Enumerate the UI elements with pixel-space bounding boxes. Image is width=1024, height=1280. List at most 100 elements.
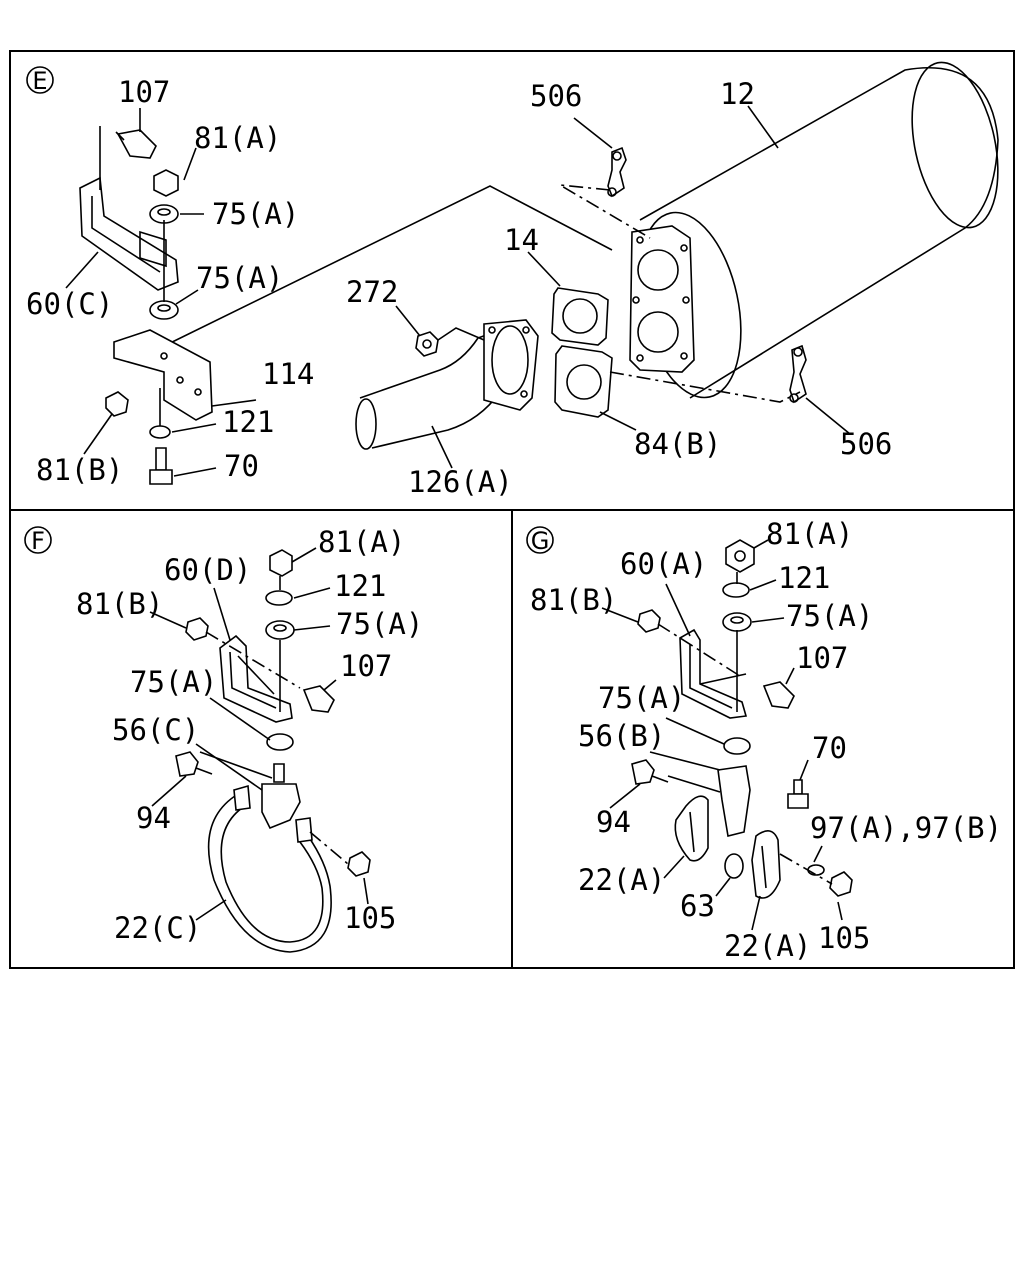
- label-107: 107: [340, 649, 392, 683]
- label-22c: 22(C): [114, 911, 201, 945]
- panel-e-assembly-axis: [159, 220, 165, 426]
- label-63: 63: [680, 889, 715, 923]
- svg-text:G: G: [531, 527, 550, 555]
- panel-g-badge: G: [526, 526, 554, 555]
- bracket-60c: [79, 126, 179, 291]
- label-126a: 126(A): [408, 465, 513, 499]
- label-81b: 81(B): [76, 587, 163, 621]
- label-105: 105: [344, 901, 396, 935]
- washer-121-g: [722, 582, 750, 598]
- panel-g-axis: [657, 572, 833, 885]
- label-506: 506: [530, 79, 582, 113]
- clamp-stud-56c: [261, 763, 301, 830]
- label-70: 70: [224, 449, 259, 483]
- nut-272: [415, 327, 485, 357]
- label-81b: 81(B): [36, 453, 123, 487]
- bushing-75a-e2: [149, 300, 179, 320]
- hanger-bolt-506-bottom: [789, 344, 807, 404]
- panel-e-badge: E: [26, 66, 54, 95]
- panel-f-axis: [199, 576, 349, 865]
- bracket-114: [113, 329, 213, 421]
- panel-g: G: [526, 517, 1002, 963]
- nut-81b-g: [637, 609, 661, 633]
- nut-81b-f: [185, 617, 209, 641]
- panel-f-badge: F: [24, 526, 52, 555]
- panel-f-labels: 81(A) 60(D) 121 81(B) 75(A) 107 75(A) 56…: [76, 525, 423, 945]
- svg-text:F: F: [31, 527, 45, 555]
- bolt-94-f: [175, 751, 213, 777]
- nut-105-g: [829, 871, 853, 897]
- bolt-107-e: [115, 129, 157, 159]
- spacer-63: [724, 853, 744, 879]
- svg-text:E: E: [32, 67, 47, 95]
- diagram-frames: [9, 50, 1015, 969]
- label-60a: 60(A): [620, 547, 707, 581]
- label-105: 105: [818, 921, 870, 955]
- clamp-half-22a-right: [751, 830, 781, 899]
- panel-e-labels: 107 81(A) 75(A) 75(A) 60(C) 114 121 81(B…: [26, 75, 892, 499]
- label-121: 121: [222, 405, 274, 439]
- washer-121-f: [265, 590, 293, 606]
- label-14: 14: [504, 223, 539, 257]
- label-81b: 81(B): [530, 583, 617, 617]
- clamp-stud-56b: [717, 765, 751, 837]
- label-60c: 60(C): [26, 287, 113, 321]
- nut-81b-e: [105, 391, 129, 417]
- gasket-84b: [554, 345, 613, 418]
- washer-121-e: [149, 425, 171, 439]
- panel-e-leaders: [65, 105, 851, 477]
- bracket-60d: [219, 634, 293, 723]
- label-94: 94: [596, 805, 631, 839]
- label-121: 121: [778, 561, 830, 595]
- label-22a: 22(A): [578, 863, 665, 897]
- panel-f-leaders: [149, 547, 369, 921]
- label-94: 94: [136, 801, 171, 835]
- nut-105-f: [347, 851, 371, 877]
- label-107: 107: [796, 641, 848, 675]
- label-75a: 75(A): [336, 607, 423, 641]
- clamp-half-22a-left: [674, 795, 709, 862]
- panel-g-labels: 81(A) 60(A) 121 81(B) 75(A) 107 75(A) 56…: [530, 517, 1002, 963]
- label-56b: 56(B): [578, 719, 665, 753]
- label-75a: 75(A): [130, 665, 217, 699]
- label-81a: 81(A): [766, 517, 853, 551]
- label-121: 121: [334, 569, 386, 603]
- label-84b: 84(B): [634, 427, 721, 461]
- label-70: 70: [812, 731, 847, 765]
- exhaust-pipe-126a: [355, 319, 539, 450]
- label-22a: 22(A): [724, 929, 811, 963]
- nut-81a-g: [725, 539, 755, 573]
- label-272: 272: [346, 275, 398, 309]
- label-506: 506: [840, 427, 892, 461]
- bushing-75a-g2: [723, 737, 751, 755]
- bushing-75a-g1: [722, 612, 752, 632]
- label-114: 114: [262, 357, 314, 391]
- bushing-75a-f2: [266, 733, 294, 751]
- nut-81a-e: [153, 169, 179, 197]
- nut-81a-f: [269, 549, 293, 577]
- label-107: 107: [118, 75, 170, 109]
- panel-f: F: [24, 525, 423, 953]
- bolt-70-e: [149, 447, 173, 485]
- label-81a: 81(A): [318, 525, 405, 559]
- bushing-75a-f1: [265, 620, 295, 640]
- washer-97-g: [807, 864, 825, 876]
- label-12: 12: [720, 77, 755, 111]
- label-97a-97b: 97(A),97(B): [810, 811, 1002, 845]
- label-56c: 56(C): [112, 713, 199, 747]
- muffler-body: [629, 61, 999, 399]
- bracket-60a: [679, 628, 748, 719]
- bolt-70-g: [787, 779, 809, 809]
- panel-e-centerlines: [159, 184, 801, 403]
- label-75a: 75(A): [196, 261, 283, 295]
- label-60d: 60(D): [164, 553, 251, 587]
- hanger-bolt-506-top: [607, 146, 627, 198]
- panel-e: E: [26, 61, 999, 499]
- gasket-14: [551, 287, 609, 346]
- bolt-107-g: [762, 681, 795, 709]
- bolt-94-g: [631, 759, 669, 785]
- label-75a: 75(A): [598, 681, 685, 715]
- bolt-107-f: [302, 685, 335, 713]
- label-75a: 75(A): [212, 197, 299, 231]
